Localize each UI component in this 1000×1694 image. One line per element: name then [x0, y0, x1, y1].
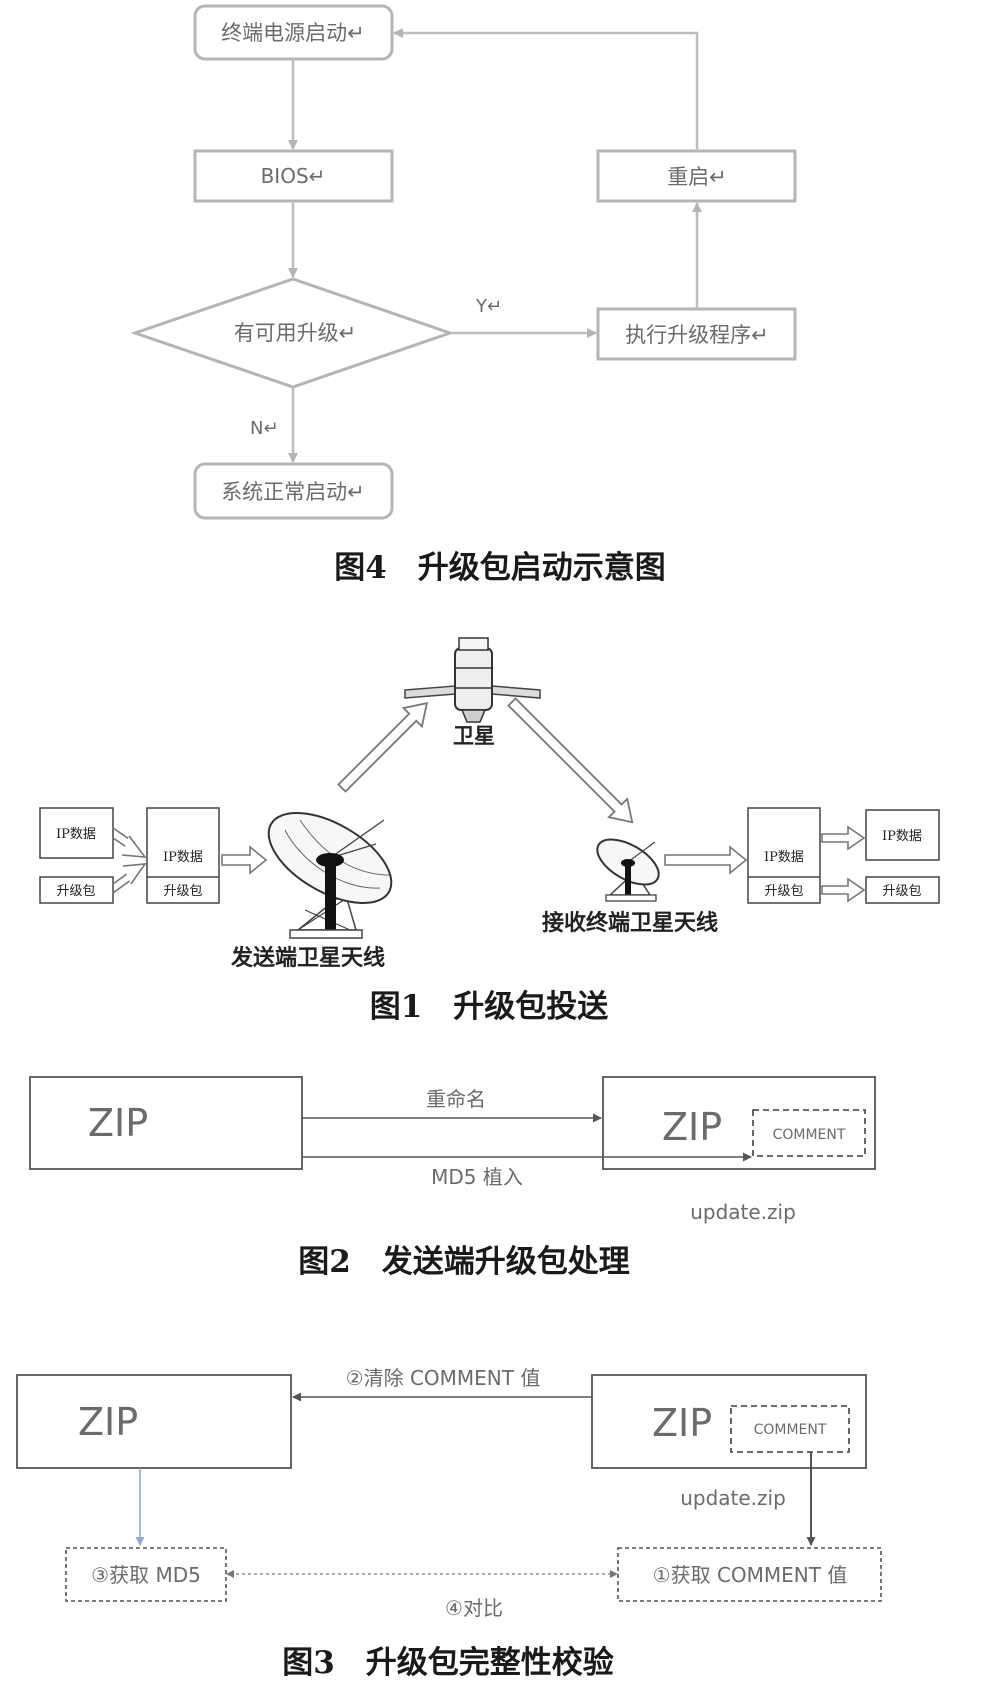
fig4-node-run-upgrade [596, 307, 797, 361]
fig3-zip-clean-label: ZIP [78, 1400, 138, 1444]
fig4-edge-reboot-power [393, 28, 699, 151]
fig4-node-bios-label: BIOS↵ [261, 164, 326, 188]
fig4-node-power-on-label: 终端电源启动↵ [221, 21, 365, 45]
fig4-caption: 图4 升级包启动示意图 [334, 550, 666, 586]
fig1-delivery: 卫星 IP数据 升级包 IP数据 升级包 [39, 637, 940, 971]
fig2-zip-source-label: ZIP [88, 1101, 148, 1145]
receiver-split-arrow-bottom [821, 877, 866, 903]
sender-ip-data-box [39, 807, 114, 859]
recv-antenna-label: 接收终端卫星天线 [542, 910, 718, 936]
fig4-node-reboot-label: 重启↵ [667, 165, 727, 189]
fig2-zip-update-label: ZIP [662, 1105, 722, 1149]
fig3-get-md5-label: ③获取 MD5 [91, 1563, 201, 1587]
sender-merge-arrow-top [112, 827, 147, 858]
downlink-arrow [507, 697, 634, 824]
sender-upgrade-label: 升级包 [56, 884, 95, 899]
fig2-file-label: update.zip [690, 1200, 796, 1224]
receiver-dish-icon [596, 838, 660, 902]
sender-mux-ip-label: IP数据 [163, 850, 203, 865]
fig3-compare-label: ④对比 [445, 1596, 503, 1620]
sender-mux-box [146, 807, 220, 904]
sender-dish-icon [267, 812, 393, 939]
sender-upgrade-box [39, 876, 114, 904]
receiver-split-arrow-top [821, 825, 866, 851]
fig2-comment-label: COMMENT [773, 1127, 846, 1143]
fig4-node-reboot [596, 149, 797, 203]
receiver-demux-upgrade-label: 升级包 [764, 884, 803, 899]
fig3-caption: 图3 升级包完整性校验 [282, 1645, 614, 1681]
fig3-clear-label: ②清除 COMMENT 值 [346, 1366, 541, 1390]
sender-to-antenna-arrow [221, 845, 268, 875]
fig4-node-run-upgrade-label: 执行升级程序↵ [625, 323, 769, 347]
satellite-icon [404, 637, 541, 723]
fig3-get-comment-box [617, 1547, 882, 1602]
fig3-verification: ZIP ZIP COMMENT ②清除 COMMENT 值 update.zip… [16, 1366, 882, 1620]
sender-ip-data-label: IP数据 [56, 827, 96, 842]
receiver-ip-data-label: IP数据 [882, 829, 922, 844]
receiver-upgrade-box [865, 876, 940, 904]
fig1-caption: 图1 升级包投送 [370, 989, 609, 1025]
uplink-arrow [337, 701, 429, 793]
fig2-packaging: ZIP ZIP COMMENT 重命名 MD5 植入 update.zip [29, 1076, 876, 1224]
fig4-node-bios [193, 149, 394, 203]
receiver-ip-data-box [865, 809, 940, 861]
send-antenna-label: 发送端卫星天线 [230, 945, 385, 971]
receiver-demux-ip-label: IP数据 [764, 850, 804, 865]
antenna-to-receiver-arrow [664, 845, 748, 875]
sender-merge-arrow-bottom [112, 863, 147, 894]
fig2-rename-label: 重命名 [426, 1087, 486, 1111]
fig2-caption: 图2 发送端升级包处理 [298, 1244, 630, 1280]
fig3-zip-update-label: ZIP [652, 1401, 712, 1445]
fig3-comment-box [730, 1405, 850, 1453]
sender-mux-upgrade-label: 升级包 [163, 884, 202, 899]
satellite-label: 卫星 [453, 723, 495, 748]
fig3-zip-clean-box [16, 1374, 292, 1469]
fig4-node-normal-boot-label: 系统正常启动↵ [221, 480, 365, 504]
fig4-flowchart: 终端电源启动↵ BIOS↵ 有可用升级↵ 系统正常启动↵ 执行升级程序↵ 重启↵… [130, 4, 797, 520]
fig2-md5-label: MD5 植入 [431, 1165, 523, 1189]
fig3-get-comment-label: ①获取 COMMENT 值 [653, 1563, 848, 1587]
fig3-get-md5-box [65, 1547, 227, 1602]
fig3-comment-label: COMMENT [754, 1422, 827, 1438]
fig2-comment-box [752, 1109, 866, 1157]
fig4-edge-yes-label: Y↵ [475, 296, 502, 317]
fig4-node-normal-boot [193, 462, 394, 520]
fig2-zip-source-box [29, 1076, 303, 1170]
fig3-file-label: update.zip [680, 1486, 786, 1510]
fig4-node-decision-label: 有可用升级↵ [234, 321, 357, 345]
receiver-upgrade-label: 升级包 [882, 884, 921, 899]
fig4-edge-no-label: N↵ [250, 418, 279, 439]
receiver-demux-box [747, 807, 821, 904]
